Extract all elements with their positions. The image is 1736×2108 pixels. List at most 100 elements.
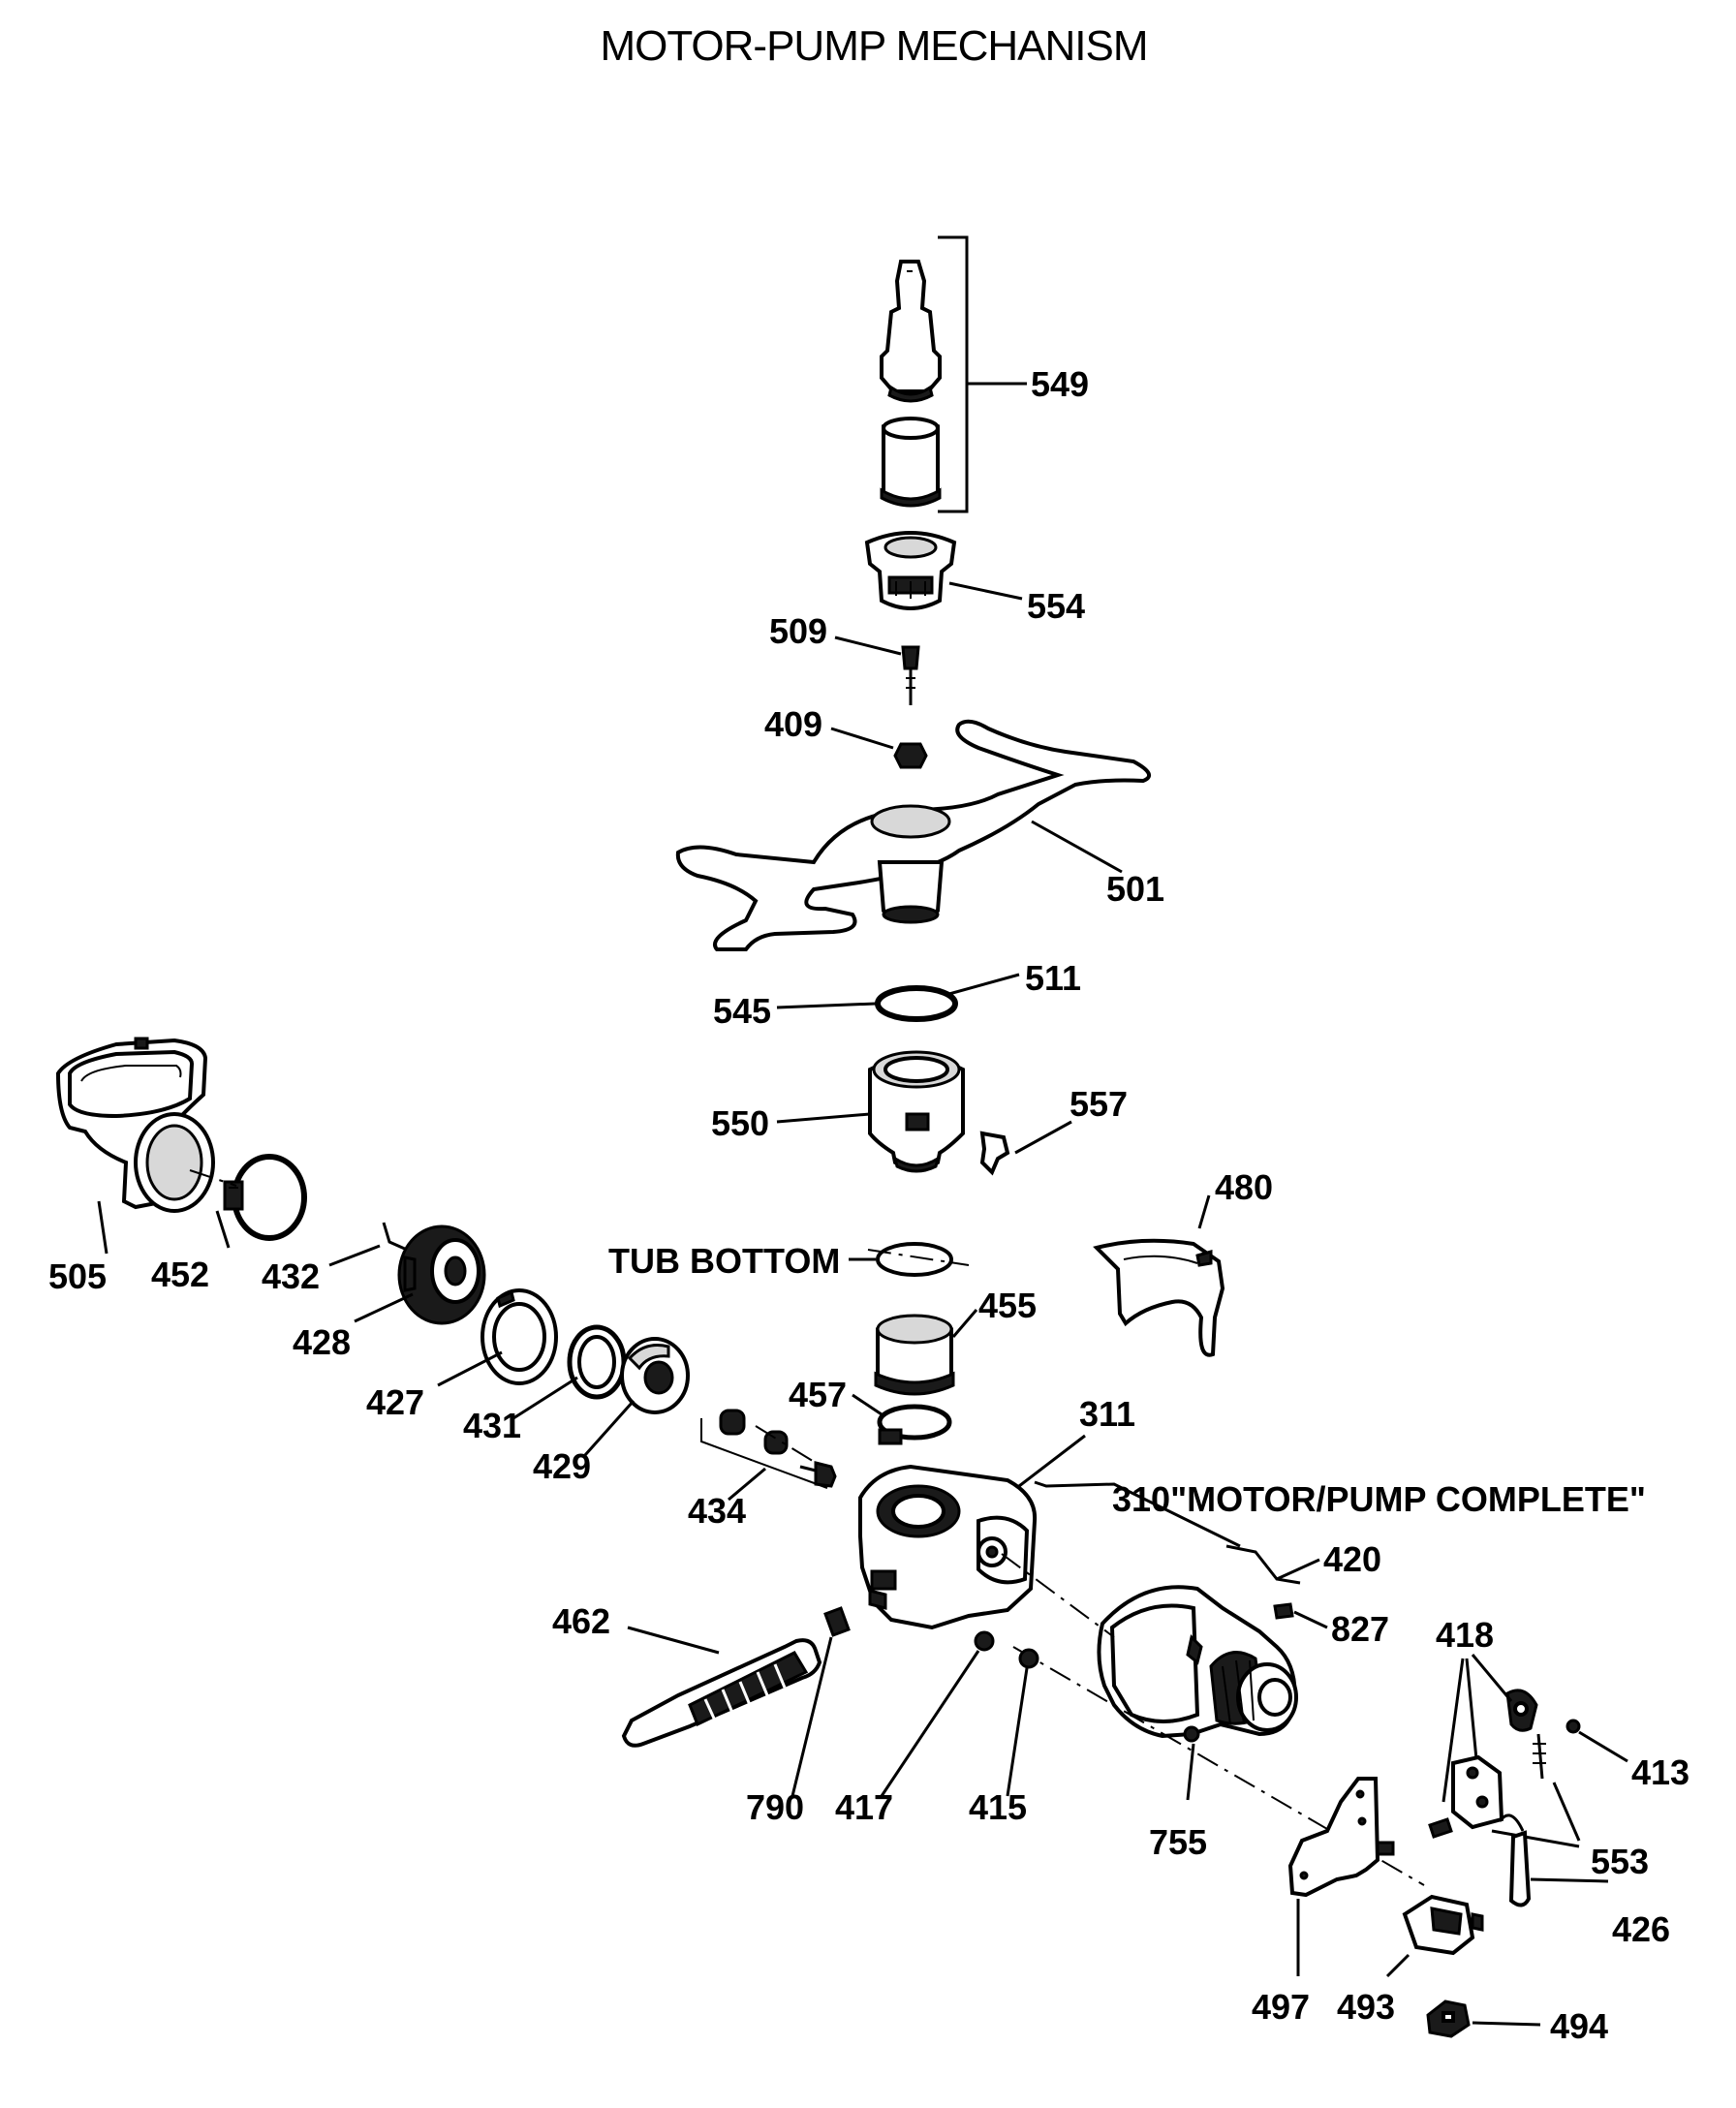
leader-557 [1014, 1120, 1072, 1155]
part-790-spring [823, 1606, 851, 1637]
label-432: 432 [262, 1256, 320, 1296]
leader-418-a [1442, 1658, 1465, 1803]
label-427: 427 [366, 1382, 424, 1422]
label-755: 755 [1149, 1822, 1207, 1862]
part-494 [1426, 2000, 1471, 2038]
diagram-title: MOTOR-PUMP MECHANISM [600, 22, 1147, 70]
label-493: 493 [1337, 1987, 1395, 2027]
label-417: 417 [835, 1787, 893, 1827]
label-494: 494 [1550, 2006, 1608, 2046]
label-549: 549 [1031, 364, 1089, 404]
part-550 [868, 1050, 965, 1173]
part-755 [1183, 1725, 1200, 1743]
leader-426 [1530, 1877, 1609, 1883]
leader-827 [1293, 1610, 1328, 1629]
leader-311 [1018, 1434, 1086, 1488]
label-545: 545 [713, 991, 771, 1031]
part-455 [874, 1314, 955, 1396]
part-493 [1402, 1894, 1484, 1956]
part-311-pump-housing [858, 1464, 1038, 1630]
part-417 [974, 1630, 995, 1652]
leader-480 [1197, 1194, 1211, 1229]
label-452: 452 [151, 1255, 209, 1294]
leader-455 [951, 1309, 978, 1338]
bracket-549 [938, 235, 969, 513]
label-310: 310"MOTOR/PUMP COMPLETE" [1112, 1479, 1646, 1519]
part-413 [1566, 1719, 1581, 1734]
leader-553-b [1491, 1829, 1580, 1848]
part-480-shroud [1093, 1238, 1225, 1357]
leader-434 [728, 1467, 766, 1502]
part-434-group [700, 1409, 837, 1489]
label-497: 497 [1252, 1987, 1310, 2027]
label-415: 415 [969, 1787, 1027, 1827]
leader-420 [1276, 1558, 1320, 1581]
part-409-nut [893, 742, 928, 769]
bracket-310 [1034, 1480, 1241, 1548]
label-420: 420 [1323, 1539, 1381, 1579]
leader-415 [1006, 1667, 1029, 1797]
leader-494 [1472, 2021, 1541, 2027]
label-501: 501 [1106, 869, 1164, 909]
part-427-plate [480, 1288, 558, 1385]
part-motor [1097, 1585, 1298, 1739]
leader-418-b [1465, 1658, 1478, 1760]
part-428-impeller [397, 1224, 486, 1325]
label-511: 511 [1025, 958, 1081, 998]
label-426: 426 [1612, 1909, 1670, 1949]
part-549-tower-assembly [880, 260, 942, 508]
leader-452 [215, 1210, 231, 1249]
leader-790 [790, 1636, 833, 1797]
leader-509 [834, 636, 902, 656]
label-431: 431 [463, 1406, 521, 1445]
label-311: 311 [1079, 1394, 1135, 1434]
leader-550 [776, 1112, 871, 1124]
part-497-bracket [1287, 1777, 1395, 1898]
leader-429 [583, 1400, 636, 1456]
label-827: 827 [1331, 1609, 1389, 1649]
label-790: 790 [746, 1787, 804, 1827]
leader-457 [852, 1393, 883, 1416]
leader-755 [1186, 1743, 1195, 1801]
label-428: 428 [293, 1322, 351, 1362]
label-554: 554 [1027, 586, 1085, 626]
label-455: 455 [978, 1286, 1037, 1325]
label-550: 550 [711, 1103, 769, 1143]
part-429 [620, 1337, 690, 1414]
label-434: 434 [688, 1491, 746, 1531]
part-432 [382, 1222, 408, 1252]
label-409: 409 [764, 704, 822, 744]
part-452-clamp [223, 1154, 307, 1241]
part-462-worm [621, 1638, 822, 1748]
leader-545 [776, 1002, 877, 1009]
label-418: 418 [1436, 1615, 1494, 1655]
tub-bottom-axis [867, 1249, 970, 1266]
part-457-clamp [877, 1404, 952, 1445]
label-509: 509 [769, 611, 827, 651]
leader-462 [627, 1626, 720, 1655]
label-505: 505 [48, 1256, 107, 1296]
leader-427 [437, 1350, 503, 1387]
label-480: 480 [1215, 1167, 1273, 1207]
part-557-clip [979, 1131, 1010, 1176]
leader-553-a [1552, 1782, 1581, 1842]
part-418-group [1428, 1689, 1538, 1839]
leader-505 [97, 1200, 108, 1255]
part-420 [1225, 1544, 1301, 1585]
part-tub-bottom-ring [876, 1242, 953, 1277]
leader-554 [948, 581, 1023, 601]
leader-418-c [1471, 1654, 1513, 1702]
leader-493 [1385, 1953, 1410, 1978]
part-415 [1018, 1648, 1039, 1669]
part-553-spring [1533, 1733, 1546, 1780]
axis-452 [189, 1169, 237, 1187]
label-413: 413 [1631, 1752, 1690, 1792]
label-462: 462 [552, 1601, 610, 1641]
leader-501 [1031, 820, 1123, 874]
part-501-spray-arm [675, 719, 1152, 951]
label-457: 457 [789, 1375, 847, 1414]
leader-409 [830, 727, 894, 750]
label-553: 553 [1591, 1842, 1649, 1881]
part-545-ring [875, 985, 958, 1022]
part-554 [864, 531, 957, 610]
